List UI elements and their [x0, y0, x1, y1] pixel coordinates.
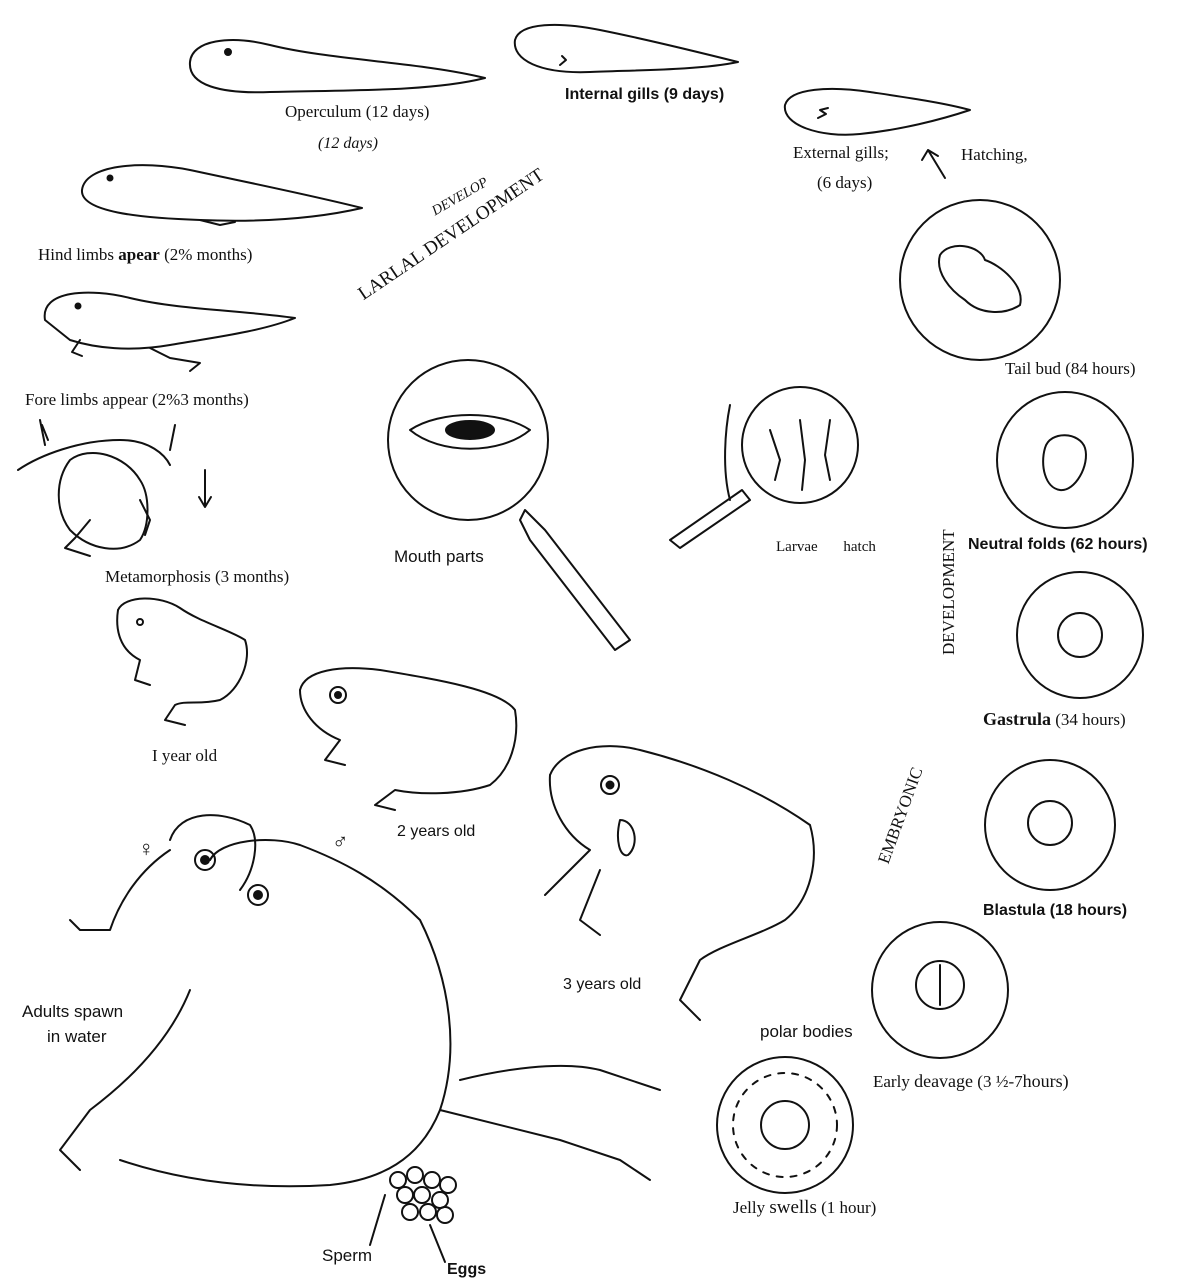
egg-jelly-swells-drawing [717, 1057, 853, 1193]
tadpole-operculum-drawing [190, 40, 485, 92]
operculum-name: Operculum [285, 102, 361, 121]
operculum-handwritten-note: (12 days) [318, 136, 378, 152]
neural-folds-label: Neutral folds (62 hours) [968, 537, 1148, 553]
tadpole-external-gills-drawing [785, 89, 970, 135]
gastrula-name: Gastrula [983, 709, 1051, 729]
gastrula-time: (34 hours) [1055, 710, 1125, 729]
egg-blastula-drawing [985, 760, 1115, 890]
egg-early-cleavage-drawing [872, 922, 1008, 1058]
gastrula-label: Gastrula (34 hours) [983, 710, 1126, 728]
tadpole-hind-limbs-drawing [82, 165, 362, 225]
sperm-label: Sperm [322, 1247, 372, 1264]
jelly-swells-prefix: Jelly [733, 1198, 765, 1217]
external-gills-time-label: (6 days) [817, 174, 872, 191]
jelly-swells-time: (1 hour) [821, 1198, 876, 1217]
larvae-hatch-label: Larvae hatch [776, 540, 876, 555]
tail-bud-label: Tail bud (84 hours) [1005, 360, 1136, 377]
jelly-swells-label: Jelly swells (1 hour) [733, 1198, 876, 1217]
froglet-metamorphosis-drawing [18, 420, 211, 556]
eggs-label: Eggs [447, 1262, 486, 1278]
eggs-pointer-line [430, 1225, 445, 1262]
early-cleavage-unit: hours) [1023, 1071, 1069, 1091]
frog-two-years-drawing [300, 668, 516, 810]
fore-limbs-label: Fore limbs appear (2%3 months) [25, 391, 249, 408]
tadpole-fore-limbs-drawing [45, 293, 295, 371]
polar-bodies-label: polar bodies [760, 1023, 853, 1040]
egg-gastrula-drawing [1017, 572, 1143, 698]
arrow-to-hatching-drawing [922, 150, 945, 178]
male-symbol: ♂ [332, 831, 349, 853]
egg-tail-bud-drawing [900, 200, 1060, 360]
blastula-label: Blastula (18 hours) [983, 903, 1127, 919]
sperm-pointer-line [370, 1195, 385, 1245]
early-cleavage-label: Early deavage (3 ½-7hours) [873, 1072, 1069, 1090]
operculum-time: (12 days) [366, 102, 430, 121]
two-years-label: 2 years old [397, 824, 475, 840]
jelly-swells-word: swells [769, 1197, 817, 1218]
development-label: DEVELOPMENT [940, 529, 957, 655]
hind-limbs-label: Hind limbs apear (2% months) [38, 246, 252, 263]
early-cleavage-time: (3 ½-7 [977, 1072, 1022, 1091]
adults-spawn-label: Adults spawn [22, 1003, 123, 1020]
hind-limbs-word: apear [118, 245, 160, 264]
operculum-label: Operculum (12 days) [285, 103, 429, 120]
magnifier-mouth-parts-drawing [388, 360, 630, 650]
hind-limbs-suffix: (2% months) [164, 245, 252, 264]
in-water-label: in water [47, 1028, 107, 1045]
one-year-label: I year old [152, 747, 217, 764]
eggs-cluster-drawing [390, 1167, 456, 1223]
frog-one-year-drawing [117, 598, 247, 725]
mouth-parts-label: Mouth parts [394, 548, 484, 565]
magnifier-larvae-hatch-drawing [670, 387, 858, 548]
female-symbol: ♀ [138, 838, 155, 860]
early-cleavage-word: deavage [914, 1071, 973, 1091]
internal-gills-label: Internal gills (9 days) [565, 87, 724, 103]
external-gills-label: External gills; [793, 144, 889, 161]
three-years-label: 3 years old [563, 977, 641, 993]
hatching-label: Hatching, [961, 146, 1028, 163]
tadpole-internal-gills-drawing [515, 25, 738, 72]
egg-neural-folds-drawing [997, 392, 1133, 528]
hind-limbs-prefix: Hind limbs [38, 245, 114, 264]
early-cleavage-prefix: Early [873, 1072, 910, 1091]
metamorphosis-label: Metamorphosis (3 months) [105, 568, 289, 585]
